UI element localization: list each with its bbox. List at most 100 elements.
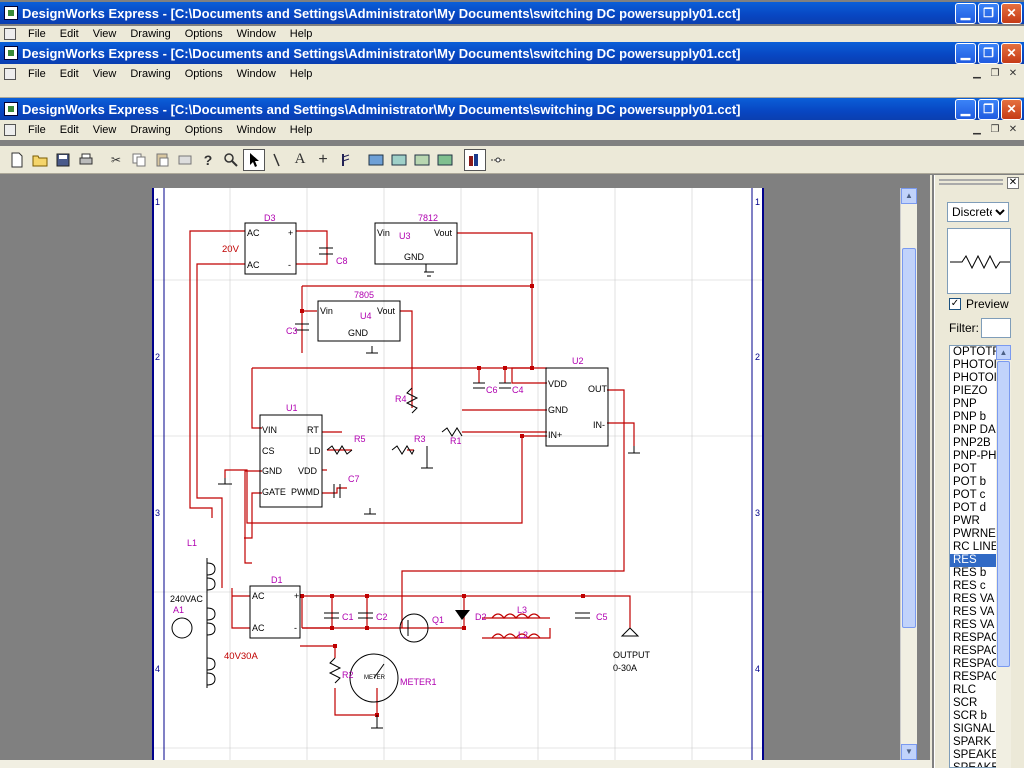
- part-list-item[interactable]: POT b: [953, 476, 987, 488]
- help-icon[interactable]: ?: [203, 151, 213, 168]
- menu-view[interactable]: View: [92, 68, 117, 80]
- list-scroll-thumb[interactable]: [997, 361, 1010, 667]
- part-list-item[interactable]: PHOTOI: [953, 372, 997, 384]
- parts-icon[interactable]: [464, 148, 486, 171]
- print-icon[interactable]: [75, 149, 97, 171]
- part-list-item[interactable]: PNP: [953, 398, 977, 410]
- doc-restore-icon[interactable]: ❐: [990, 124, 1000, 135]
- menu-file[interactable]: File: [28, 28, 46, 40]
- menu-help[interactable]: Help: [289, 68, 313, 80]
- menu-edit[interactable]: Edit: [59, 68, 79, 80]
- doc-restore-icon[interactable]: ❐: [990, 68, 1000, 79]
- menu-options[interactable]: Options: [184, 68, 223, 80]
- duplicate-icon[interactable]: [174, 149, 196, 171]
- palette-close-icon[interactable]: ✕: [1007, 177, 1019, 189]
- filter-input[interactable]: [981, 318, 1011, 338]
- part-list-item[interactable]: SIGNAL: [953, 723, 996, 735]
- part-list-item[interactable]: POT: [953, 463, 977, 475]
- close-button[interactable]: ✕: [1001, 42, 1022, 64]
- menu-window[interactable]: Window: [236, 28, 276, 40]
- part-list-item[interactable]: RES b: [953, 567, 987, 579]
- zoom-icon[interactable]: [220, 149, 242, 171]
- menu-edit[interactable]: Edit: [59, 28, 79, 40]
- doc-close-icon[interactable]: ✕: [1008, 68, 1018, 79]
- part-list-item[interactable]: PNP b: [953, 411, 987, 423]
- menu-drawing[interactable]: Drawing: [130, 68, 171, 80]
- schematic-sheet[interactable]: 1 1 2 2 3 3 4 4: [152, 188, 764, 760]
- part-list-item[interactable]: RLC: [953, 684, 977, 696]
- checkbox-checked-icon[interactable]: ✓: [949, 298, 961, 310]
- part-list-item[interactable]: RESPAC: [953, 671, 1000, 683]
- view-4-icon[interactable]: [434, 149, 456, 171]
- open-folder-icon[interactable]: [29, 149, 51, 171]
- part-list-item[interactable]: SPEAKE: [953, 749, 1000, 761]
- menu-drawing[interactable]: Drawing: [130, 124, 171, 136]
- wire-tool-icon[interactable]: [266, 149, 288, 171]
- part-list-item[interactable]: SCR b: [953, 710, 987, 722]
- scroll-thumb[interactable]: [902, 248, 916, 628]
- menu-edit[interactable]: Edit: [59, 124, 79, 136]
- doc-close-icon[interactable]: ✕: [1008, 124, 1018, 135]
- list-scroll-up-icon[interactable]: ▲: [996, 345, 1011, 360]
- part-list-item[interactable]: RES: [950, 554, 1010, 567]
- part-list-scrollbar[interactable]: ▲: [996, 345, 1011, 768]
- minimize-button[interactable]: ▁: [955, 42, 976, 64]
- part-list-item[interactable]: PNP2B: [953, 437, 991, 449]
- horizontal-scrollbar[interactable]: [0, 760, 932, 768]
- part-list-item[interactable]: POT d: [953, 502, 987, 514]
- part-list-item[interactable]: SPEAKE: [953, 762, 1000, 768]
- part-list-item[interactable]: PNP DA: [953, 424, 996, 436]
- scroll-down-icon[interactable]: ▼: [901, 744, 917, 760]
- part-list-item[interactable]: SCR: [953, 697, 978, 709]
- part-list-item[interactable]: RC LINE: [953, 541, 999, 553]
- view-2-icon[interactable]: [388, 149, 410, 171]
- part-list-item[interactable]: PNP-PH: [953, 450, 997, 462]
- part-list-item[interactable]: RES VA: [953, 619, 995, 631]
- probe-icon[interactable]: [487, 149, 509, 171]
- part-list-item[interactable]: RES c: [953, 580, 986, 592]
- close-button[interactable]: ✕: [1001, 98, 1022, 120]
- vertical-scrollbar[interactable]: ▲ ▼: [900, 188, 917, 760]
- minimize-button[interactable]: ▁: [955, 98, 976, 120]
- menu-file[interactable]: File: [28, 124, 46, 136]
- part-list-item[interactable]: PHOTOI: [953, 359, 997, 371]
- category-select[interactable]: Discrete: [947, 202, 1009, 222]
- part-list-item[interactable]: PWR: [953, 515, 980, 527]
- part-list-item[interactable]: POT c: [953, 489, 986, 501]
- part-list-item[interactable]: RESPAC: [953, 645, 1000, 657]
- doc-minimize-icon[interactable]: ▁: [973, 68, 981, 79]
- doc-minimize-icon[interactable]: ▁: [973, 124, 981, 135]
- part-list-item[interactable]: RES VA: [953, 593, 995, 605]
- menu-view[interactable]: View: [92, 124, 117, 136]
- menu-help[interactable]: Help: [289, 28, 313, 40]
- copy-icon[interactable]: [128, 149, 150, 171]
- part-list-item[interactable]: PWRNE: [953, 528, 996, 540]
- part-list-item[interactable]: RESPAC: [953, 632, 1000, 644]
- menu-options[interactable]: Options: [184, 28, 223, 40]
- restore-button[interactable]: ❐: [978, 42, 999, 64]
- menu-view[interactable]: View: [92, 28, 117, 40]
- menu-window[interactable]: Window: [236, 124, 276, 136]
- menu-drawing[interactable]: Drawing: [130, 28, 171, 40]
- part-list-item[interactable]: SPARK: [953, 736, 992, 748]
- new-file-icon[interactable]: [6, 149, 28, 171]
- close-button[interactable]: ✕: [1001, 2, 1022, 24]
- part-list-item[interactable]: RESPAC: [953, 658, 1000, 670]
- menu-file[interactable]: File: [28, 68, 46, 80]
- paste-icon[interactable]: [151, 149, 173, 171]
- menu-options[interactable]: Options: [184, 124, 223, 136]
- cut-icon[interactable]: ✂: [110, 152, 122, 167]
- part-list-item[interactable]: OPTOTF: [953, 346, 1000, 358]
- pointer-tool-icon[interactable]: [243, 148, 265, 171]
- palette-grip[interactable]: [939, 179, 1003, 185]
- save-icon[interactable]: [52, 149, 74, 171]
- part-list-item[interactable]: RES VA: [953, 606, 995, 618]
- preview-checkbox[interactable]: ✓ Preview: [949, 297, 1009, 311]
- view-3-icon[interactable]: [411, 149, 433, 171]
- scroll-up-icon[interactable]: ▲: [901, 188, 917, 204]
- bus-tool-icon[interactable]: [335, 149, 357, 171]
- menu-help[interactable]: Help: [289, 124, 313, 136]
- restore-button[interactable]: ❐: [978, 2, 999, 24]
- text-tool-icon[interactable]: A: [294, 151, 306, 167]
- minimize-button[interactable]: ▁: [955, 2, 976, 24]
